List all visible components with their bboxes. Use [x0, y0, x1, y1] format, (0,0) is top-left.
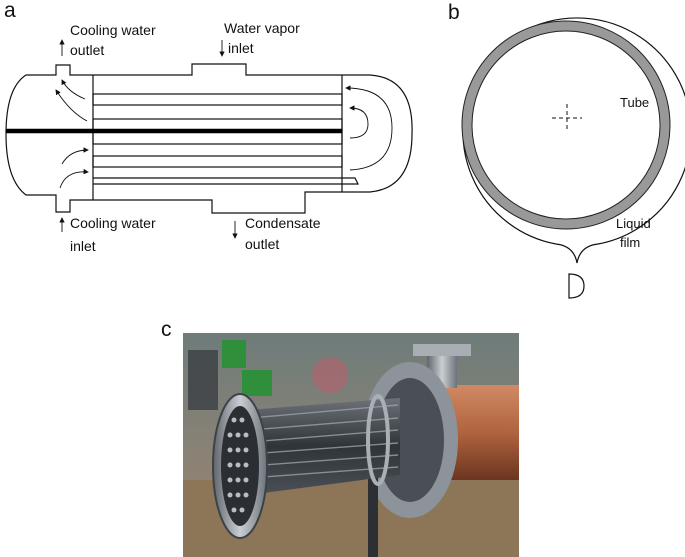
panel-label-c: c [161, 318, 172, 341]
flow-arrow-out-2 [55, 89, 88, 122]
water-vapor-inlet-label-1: Water vapor [224, 20, 300, 36]
tube-bundle [248, 398, 400, 495]
water-vapor-inlet-label-2: inlet [228, 40, 254, 56]
cooling-water-inlet-label-1: Cooling water [70, 215, 156, 231]
condensate-outlet-label-1: Condensate [245, 215, 321, 231]
tube-3 [92, 155, 343, 168]
droplet [568, 273, 585, 299]
return-arrow-inner [349, 105, 369, 139]
panel-label-b: b [448, 1, 460, 24]
tube-cross-section [461, 17, 685, 299]
liquid-film-label-2: film [620, 235, 641, 250]
flow-arrow-in-1 [61, 147, 89, 165]
flow-arrow-out-1 [61, 79, 86, 100]
tube-1 [92, 93, 343, 106]
tube-wall [462, 21, 670, 229]
bottom-baffle [93, 177, 359, 185]
cooling-water-outlet-label-2: outlet [70, 42, 105, 58]
condensate-outlet-label-2: outlet [245, 236, 280, 252]
liquid-film-label-1: Liquid [616, 216, 651, 231]
liquid-film-outline [462, 17, 685, 264]
cooling-water-inlet-label-2: inlet [70, 238, 96, 254]
tube-label: Tube [620, 95, 650, 110]
baffle-ring [366, 394, 390, 486]
return-arrow-outer [345, 85, 393, 171]
condenser-diagram [5, 39, 413, 239]
flow-arrow-in-2 [59, 168, 89, 189]
panel-label-a: a [4, 0, 16, 22]
cooling-water-outlet-label-1: Cooling water [70, 22, 156, 38]
